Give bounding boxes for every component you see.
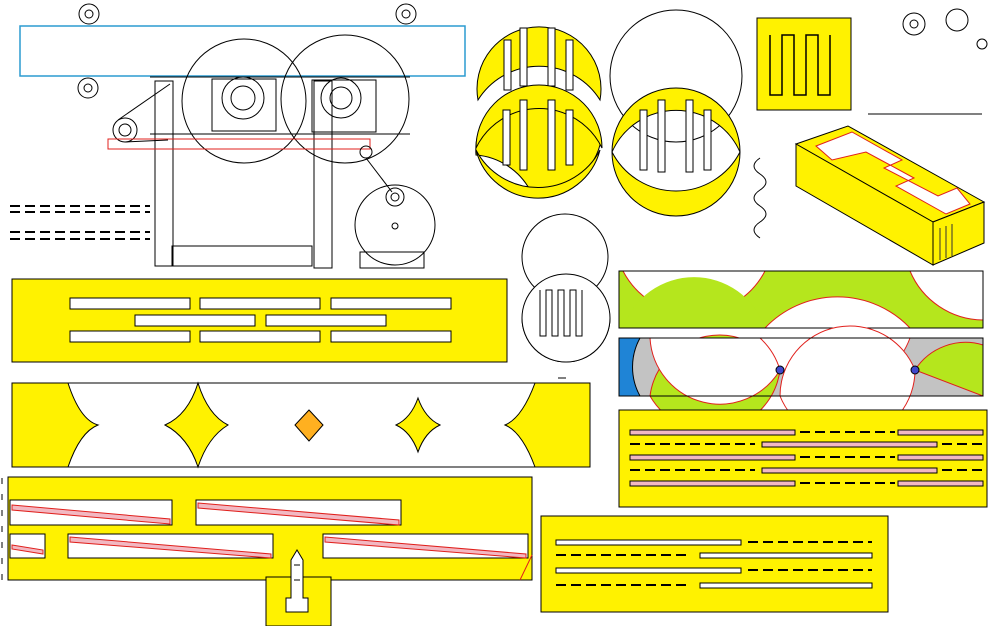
meander-comb-plate xyxy=(756,8,988,115)
large-drum-right xyxy=(280,34,410,164)
motor-block-right xyxy=(311,79,377,133)
pink-dashed-panel xyxy=(618,409,988,508)
spring-coil xyxy=(753,157,767,239)
small-pulley-icon xyxy=(77,3,417,99)
tension-wheel xyxy=(112,117,138,143)
drive-wheel xyxy=(354,184,436,266)
frame-post-left xyxy=(154,80,174,267)
slotted-yellow-panel xyxy=(11,278,508,363)
small-comb-circle xyxy=(521,213,611,379)
cyan-guide-rect xyxy=(19,25,466,77)
diagram-components: machine-assembly xyxy=(0,0,1,1)
comb-plate-3 xyxy=(611,87,741,153)
large-drum-left xyxy=(181,38,307,164)
frame-base xyxy=(171,245,313,267)
dashed-slot-panel xyxy=(540,515,889,613)
component-1: machine-assembly xyxy=(0,0,1,1)
diamond-cutout-strip xyxy=(11,381,591,469)
frame-post-right xyxy=(313,80,333,269)
red-belt-rect xyxy=(107,138,371,150)
lime-arc-panel xyxy=(618,270,984,329)
motor-block-left xyxy=(211,78,277,132)
semicircle-comb-plates xyxy=(475,9,767,239)
fixture-post xyxy=(265,549,332,626)
angled-slot-panel xyxy=(7,476,533,581)
cutaway-block xyxy=(794,125,986,266)
machine-assembly xyxy=(10,3,466,269)
